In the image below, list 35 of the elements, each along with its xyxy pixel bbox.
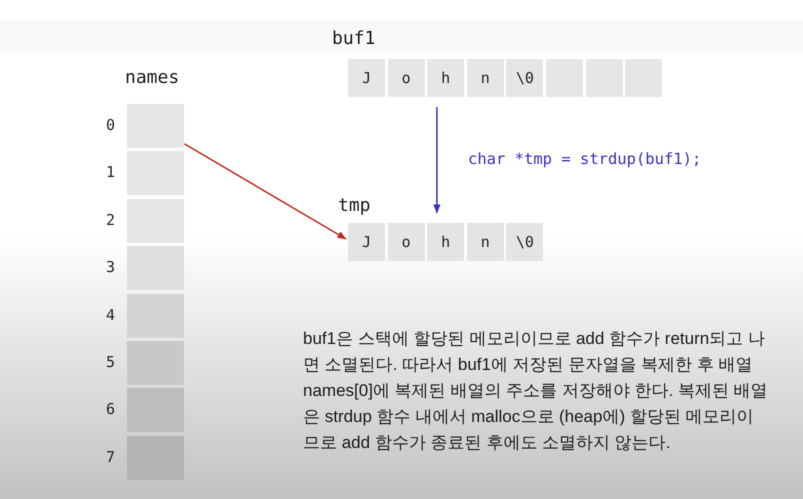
index-number: 1 [106,163,116,182]
index-number: 5 [106,353,116,371]
memory-cell: o [388,223,425,261]
memory-cell: \0 [506,223,544,261]
memory-cell: h [427,59,464,97]
variable-name: tmp [338,195,371,216]
index-number: 4 [106,306,116,324]
memory-cell: J [348,59,385,97]
memory-cell: n [466,223,504,261]
index-number: 3 [106,258,116,276]
memory-cell [127,294,184,338]
memory-cell [127,246,184,290]
memory-cell: h [427,223,464,261]
memory-cell [127,104,184,148]
memory-cell [127,151,184,196]
memory-cell: n [466,59,504,97]
index-number: 0 [106,116,116,134]
memory-cell: \0 [506,59,544,97]
index-number: 2 [106,210,116,229]
memory-cell [625,59,662,97]
arrow [184,143,346,240]
memory-cell [586,59,623,97]
memory-cell [127,341,184,385]
variable-name: buf1 [332,28,376,49]
index-number: 7 [106,448,116,466]
memory-cell: o [388,59,425,97]
memory-cell [127,388,184,432]
variable-name: names [125,67,180,88]
memory-cell: J [348,223,385,261]
memory-cell [127,198,184,243]
index-number: 6 [106,400,116,418]
arrow [433,107,440,214]
explanation-text: buf1은 스택에 할당된 메모리이므로 add 함수가 return되고 나면 소멸된다. 따라서 buf1에 저장된 문자열을 복제한 후 배열 names[0]에 복제된 배열의 주소를 저장해야 한다. 복제된 배열은 strdup 함수 내에서 malloc으로 (heap에) 할당된 메모리이므로 add 함수가 종료된 후에도 소멸하지 않는다. [303,328,769,454]
memory-cell [546,59,583,97]
memory-cell [127,436,184,480]
